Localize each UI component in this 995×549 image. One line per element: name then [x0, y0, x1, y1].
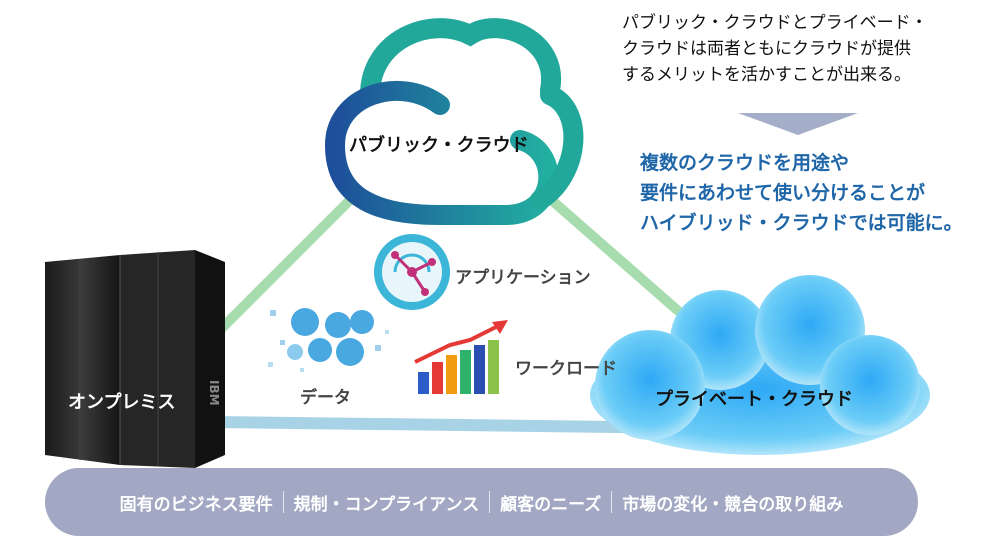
public-cloud-shape	[324, 18, 584, 225]
down-arrow-icon	[738, 113, 858, 135]
key-line: 要件にあわせて使い分けることが	[640, 182, 926, 204]
summary-note: パブリック・クラウドとプライベード・ クラウドは両者ともにクラウドが提供 するメ…	[622, 10, 982, 88]
divider	[282, 491, 284, 513]
note-line: するメリットを活かすことが出来る。	[622, 65, 911, 85]
private-cloud-shape	[590, 275, 930, 455]
factor-item: 規制・コンプライアンス	[293, 494, 480, 515]
application-icon	[374, 234, 450, 310]
public-cloud-label: パブリック・クラウド	[349, 135, 529, 156]
svg-text:IBM: IBM	[207, 380, 221, 406]
note-line: パブリック・クラウドとプライベード・	[622, 13, 928, 33]
factor-item: 顧客のニーズ	[500, 494, 602, 515]
divider	[611, 491, 613, 513]
on-premises-label: オンプレミス	[68, 392, 176, 413]
factor-item: 市場の変化・競合の取り組み	[622, 494, 844, 515]
divider	[489, 491, 491, 513]
application-label: アプリケーション	[455, 268, 591, 288]
factor-item: 固有のビジネス要件	[119, 494, 273, 515]
key-line: ハイブリッド・クラウドでは可能に。	[640, 212, 963, 234]
business-factors-bar: 固有のビジネス要件 規制・コンプライアンス 顧客のニーズ 市場の変化・競合の取り…	[45, 468, 918, 536]
data-label: データ	[300, 388, 351, 408]
data-icon	[268, 308, 389, 372]
note-line: クラウドは両者ともにクラウドが提供	[622, 39, 911, 59]
key-line: 複数のクラウドを用途や	[640, 152, 850, 174]
private-cloud-label: プライベート・クラウド	[655, 389, 853, 410]
workload-chart-icon	[414, 320, 508, 394]
workload-label: ワークロード	[515, 359, 617, 379]
key-message: 複数のクラウドを用途や 要件にあわせて使い分けることが ハイブリッド・クラウドで…	[640, 148, 963, 238]
server-rack-image: IBM	[45, 250, 225, 468]
